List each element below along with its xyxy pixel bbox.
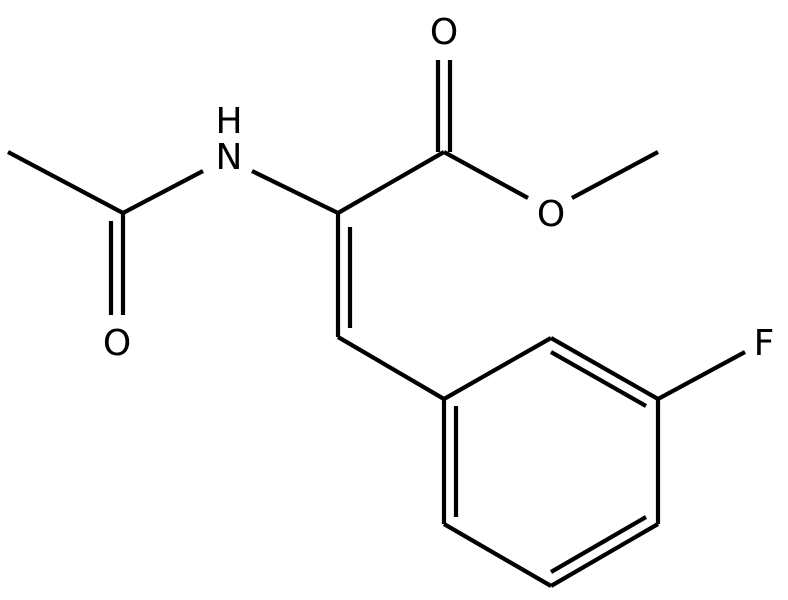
ring-bond-2-3-inner xyxy=(549,350,648,408)
atom-label-ester-carbonyl-oxygen: O xyxy=(430,12,458,53)
atom-label-ester-oxygen: O xyxy=(537,194,565,235)
atom-label-amide-hydrogen: H xyxy=(215,101,242,142)
ring-bond-4-5-inner xyxy=(549,515,648,574)
bond-methyl-carbonyl xyxy=(7,150,124,215)
atom-label-amide-oxygen: O xyxy=(103,323,131,364)
bond-alpha-carbon-ester-carbon xyxy=(336,150,446,215)
bond-oxygen-methyl xyxy=(571,150,659,200)
bond-carbonyl-nitrogen xyxy=(122,169,204,215)
atom-label-fluorine: F xyxy=(754,323,775,364)
ring-bond-5-6 xyxy=(442,522,553,588)
ring-bond-4-5 xyxy=(549,522,660,588)
ring-bond-1-2 xyxy=(442,336,553,401)
bond-nitrogen-alpha-carbon xyxy=(251,169,339,215)
bond-ring-fluorine xyxy=(657,350,746,401)
bond-ester-c-oxygen xyxy=(442,150,530,200)
ring-bond-2-3 xyxy=(549,336,660,401)
bond-vinyl-ring xyxy=(336,335,446,401)
atom-label-amide-nitrogen: N xyxy=(216,137,243,178)
